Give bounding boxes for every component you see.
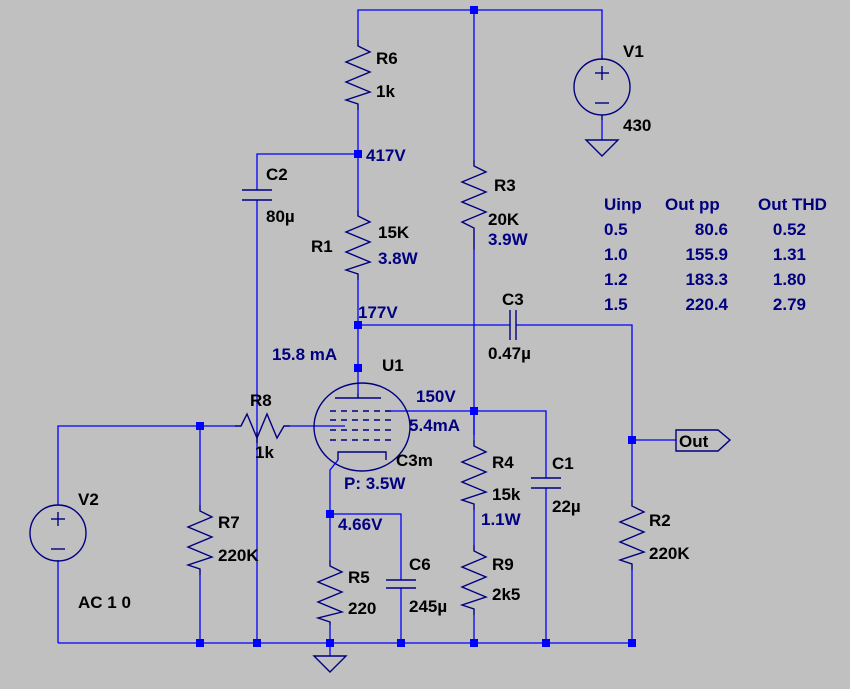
tube-u1	[313, 382, 411, 472]
label-v2-value: AC 1 0	[78, 593, 131, 612]
table-cell: 80.6	[695, 220, 728, 239]
wire-v2-top	[57, 425, 235, 505]
resistor-r1	[343, 210, 372, 280]
wire-c6-top	[330, 513, 402, 580]
junction-dots	[196, 6, 636, 647]
label-c1-name: C1	[552, 454, 574, 473]
label-r8-name: R8	[250, 391, 272, 410]
table-cell: 1.80	[773, 270, 806, 289]
label-c2-name: C2	[266, 165, 288, 184]
wire-c1	[474, 410, 547, 478]
resistor-r3	[460, 160, 488, 250]
table-cell: 183.3	[685, 270, 728, 289]
current-anode: 15.8 mA	[272, 345, 337, 364]
ground-icon	[312, 655, 348, 673]
wires	[57, 9, 676, 656]
resistor-r5	[315, 560, 345, 625]
label-r2-value: 220K	[649, 544, 690, 563]
output-label: Out	[679, 432, 709, 451]
source-v1	[573, 55, 631, 120]
label-u1-power: P: 3.5W	[344, 474, 406, 493]
label-v2-name: V2	[78, 490, 99, 509]
capacitors	[242, 189, 561, 589]
table-cell: 1.2	[604, 270, 628, 289]
label-r8-value: 1k	[255, 443, 274, 462]
table-cell: 1.31	[773, 245, 806, 264]
resistor-r7	[185, 505, 214, 575]
ground-icon	[584, 139, 620, 157]
capacitor-c6	[386, 579, 416, 589]
label-r6-value: 1k	[376, 82, 395, 101]
table-cell: 155.9	[685, 245, 728, 264]
label-r1-power: 3.8W	[378, 249, 419, 268]
operating-point-labels: 417V 177V 15.8 mA 150V 5.4mA 4.66V	[272, 146, 460, 534]
label-r1-name: R1	[311, 237, 333, 256]
label-c1-value: 22µ	[552, 497, 581, 516]
source-v2	[29, 504, 87, 562]
label-u1-model: C3m	[396, 451, 433, 470]
label-r9-value: 2k5	[492, 585, 520, 604]
wire-top-rail	[357, 9, 603, 55]
label-r5-name: R5	[348, 568, 370, 587]
capacitor-c3	[509, 310, 517, 340]
label-c6-value: 245µ	[409, 597, 447, 616]
voltage-cathode: 4.66V	[338, 515, 383, 534]
label-r4-value: 15k	[492, 485, 521, 504]
potentiometer-r8	[235, 412, 290, 440]
label-c6-name: C6	[409, 555, 431, 574]
table-header-out-pp: Out pp	[665, 195, 720, 214]
label-r9-name: R9	[492, 555, 514, 574]
voltage-screen: 150V	[416, 387, 456, 406]
label-c2-value: 80µ	[266, 207, 295, 226]
table-cell: 2.79	[773, 295, 806, 314]
results-table: Uinp Out pp Out THD 0.5 80.6 0.52 1.0 15…	[604, 195, 827, 314]
wire-c2-top	[256, 153, 358, 190]
label-r1-value: 15K	[378, 223, 410, 242]
table-cell: 1.5	[604, 295, 628, 314]
label-r2-name: R2	[649, 511, 671, 530]
resistor-r2	[617, 500, 646, 570]
label-c3-value: 0.47µ	[488, 344, 531, 363]
label-r7-name: R7	[218, 513, 240, 532]
capacitor-c2	[242, 189, 272, 201]
resistor-r4	[459, 440, 488, 510]
output-tag	[675, 429, 732, 452]
component-labels: R6 1k V1 430 C2 80µ R1 15K 3.8W R3 20K 3…	[78, 42, 690, 618]
table-header-out-thd: Out THD	[758, 195, 827, 214]
table-cell: 1.0	[604, 245, 628, 264]
label-c3-name: C3	[502, 290, 524, 309]
label-r3-name: R3	[494, 176, 516, 195]
capacitor-c1	[531, 477, 561, 489]
resistor-r6	[343, 40, 372, 110]
label-r3-power: 3.9W	[488, 230, 529, 249]
label-r4-power: 1.1W	[481, 510, 522, 529]
label-r3-value: 20K	[488, 210, 520, 229]
resistors	[185, 40, 646, 625]
label-r7-value: 220K	[218, 546, 259, 565]
table-cell: 0.5	[604, 220, 628, 239]
label-r4-name: R4	[492, 453, 514, 472]
label-v1-value: 430	[623, 116, 651, 135]
current-screen: 5.4mA	[409, 416, 460, 435]
table-cell: 0.52	[773, 220, 806, 239]
table-header-uinp: Uinp	[604, 195, 642, 214]
label-u1-name: U1	[382, 356, 404, 375]
resistor-r9	[459, 545, 488, 615]
label-r5-value: 220	[348, 599, 376, 618]
label-r6-name: R6	[376, 49, 398, 68]
voltage-supply-filtered: 417V	[366, 146, 406, 165]
table-cell: 220.4	[685, 295, 728, 314]
voltage-anode: 177V	[358, 303, 398, 322]
label-v1-name: V1	[623, 42, 644, 61]
wire-c3-out	[516, 324, 633, 500]
